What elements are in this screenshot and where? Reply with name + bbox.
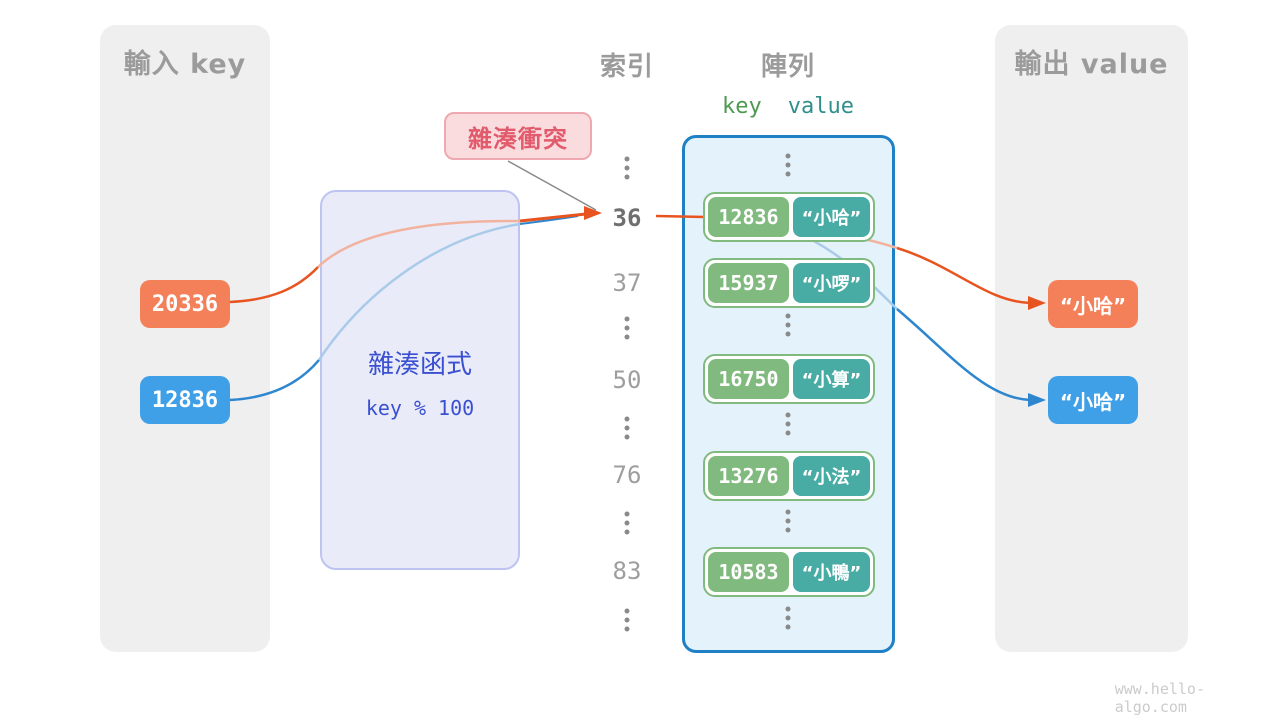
collision-label: 雜湊衝突 bbox=[444, 112, 592, 160]
index-36: 36 bbox=[612, 204, 642, 232]
index-50: 50 bbox=[612, 366, 642, 394]
array-ellipsis bbox=[785, 313, 791, 337]
index-ellipsis bbox=[624, 316, 630, 340]
array-ellipsis bbox=[785, 509, 791, 533]
output-value-2: “小哈” bbox=[1048, 376, 1138, 424]
index-37: 37 bbox=[612, 269, 642, 297]
index-ellipsis bbox=[624, 511, 630, 535]
array-panel-title: 陣列 bbox=[760, 52, 816, 82]
index-83: 83 bbox=[612, 557, 642, 585]
array-ellipsis bbox=[785, 153, 791, 177]
array-value: “小哈” bbox=[793, 197, 870, 237]
array-row-37: 15937 “小啰” bbox=[703, 258, 875, 308]
input-key-20336: 20336 bbox=[140, 280, 230, 328]
index-76: 76 bbox=[612, 461, 642, 489]
hash-function-title: 雜湊函式 bbox=[367, 350, 472, 380]
index-ellipsis bbox=[624, 156, 630, 180]
input-panel bbox=[100, 25, 270, 652]
arrow-hash-to-index36 bbox=[519, 212, 587, 223]
index-ellipsis bbox=[624, 416, 630, 440]
watermark: www.hello-algo.com bbox=[1114, 680, 1205, 716]
input-panel-title: 輸入 key bbox=[123, 49, 247, 80]
arrowhead-index36 bbox=[584, 206, 602, 220]
array-ellipsis bbox=[785, 606, 791, 630]
array-value: “小算” bbox=[793, 359, 870, 399]
index-column-title: 索引 bbox=[599, 52, 655, 82]
output-panel bbox=[995, 25, 1188, 652]
array-key: 10583 bbox=[708, 552, 789, 592]
array-value: “小法” bbox=[793, 456, 870, 496]
hash-function-formula: key % 100 bbox=[365, 396, 475, 420]
key-header: key bbox=[722, 94, 762, 119]
array-kv-header: key value bbox=[722, 94, 854, 119]
array-key: 16750 bbox=[708, 359, 789, 399]
array-key: 15937 bbox=[708, 263, 789, 303]
output-value-1: “小哈” bbox=[1048, 280, 1138, 328]
array-value: “小鴨” bbox=[793, 552, 870, 592]
array-row-50: 16750 “小算” bbox=[703, 354, 875, 404]
index-ellipsis bbox=[624, 608, 630, 632]
array-ellipsis bbox=[785, 412, 791, 436]
array-value: “小啰” bbox=[793, 263, 870, 303]
array-key: 13276 bbox=[708, 456, 789, 496]
array-key: 12836 bbox=[708, 197, 789, 237]
array-row-83: 10583 “小鴨” bbox=[703, 547, 875, 597]
array-row-36: 12836 “小哈” bbox=[703, 192, 875, 242]
array-row-76: 13276 “小法” bbox=[703, 451, 875, 501]
output-panel-title: 輸出 value bbox=[1014, 49, 1169, 80]
input-key-12836: 12836 bbox=[140, 376, 230, 424]
value-header: value bbox=[787, 94, 854, 119]
collision-pointer-line bbox=[507, 160, 597, 211]
